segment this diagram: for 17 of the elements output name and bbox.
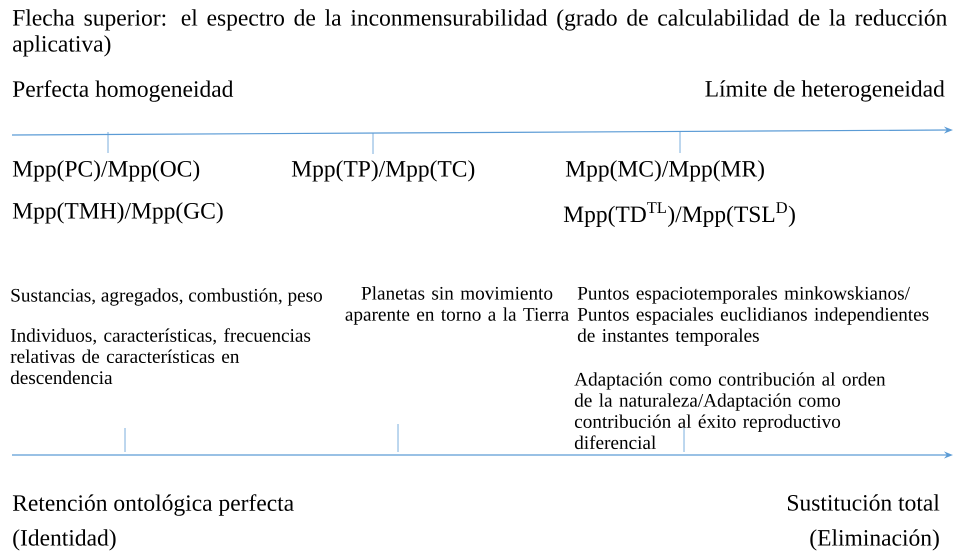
heading: Flecha superior: el espectro de la inconmensurabilidad (grado de calculabilidad de la reducción aplicativa) bbox=[12, 9, 947, 57]
scale-label: Adaptación como contribución al orden de la naturaleza/Adaptación como contribución al éxito reproductivo diferencial bbox=[574, 372, 886, 450]
scale-label: Planetas sin movimiento aparente en torno a la Tierra bbox=[346, 286, 569, 325]
scale-label: Mpp(PC)/Mpp(OC) bbox=[12, 160, 200, 182]
scale-label: Límite de heterogeneidad bbox=[705, 80, 945, 102]
scale-label: Mpp(TD$^{TL}$)/Mpp(TSL$^{D}$) bbox=[564, 202, 795, 227]
scale-label: Mpp(MC)/Mpp(MR) bbox=[566, 160, 764, 182]
scale-label: (Identidad) bbox=[13, 529, 116, 550]
scale-label: Puntos espaciotemporales minkowskianos/ Puntos espaciales euclidianos independientes de instantes temporales bbox=[578, 286, 928, 346]
scale-label: Sustitución total bbox=[788, 494, 940, 511]
scale-label: Mpp(TP)/Mpp(TC) bbox=[292, 160, 474, 182]
scale-label: Retención ontológica perfecta bbox=[12, 494, 294, 516]
scale-label: Individuos, características, frecuencias relativas de características en descendencia bbox=[10, 328, 310, 384]
scale-label: (Eliminación) bbox=[810, 529, 939, 551]
scale-label: Sustancias, agregados, combustión, peso bbox=[12, 288, 322, 306]
scale-label: Perfecta homogeneidad bbox=[12, 80, 234, 102]
scale-label: Mpp(TMH)/Mpp(GC) bbox=[12, 202, 223, 224]
